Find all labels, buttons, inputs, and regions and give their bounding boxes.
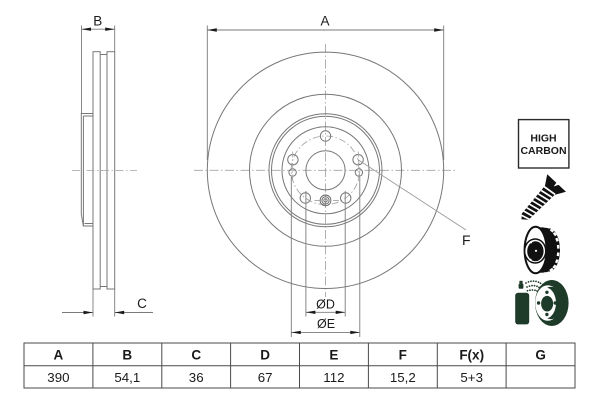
- svg-text:36: 36: [189, 370, 204, 385]
- svg-text:A: A: [54, 348, 64, 363]
- svg-text:67: 67: [258, 370, 273, 385]
- svg-text:ØD: ØD: [316, 298, 335, 312]
- svg-text:F: F: [462, 232, 471, 248]
- svg-text:HIGH: HIGH: [530, 133, 556, 145]
- svg-text:15,2: 15,2: [390, 370, 416, 385]
- svg-text:G: G: [535, 348, 546, 363]
- svg-text:390: 390: [47, 370, 69, 385]
- svg-text:CARBON: CARBON: [520, 145, 566, 157]
- svg-text:E: E: [329, 348, 338, 363]
- svg-text:B: B: [122, 348, 132, 363]
- svg-text:B: B: [93, 14, 102, 29]
- svg-text:C: C: [191, 348, 201, 363]
- svg-text:D: D: [260, 348, 270, 363]
- svg-text:C: C: [137, 296, 147, 311]
- svg-text:112: 112: [323, 370, 344, 385]
- svg-text:54,1: 54,1: [114, 370, 140, 385]
- svg-text:F(x): F(x): [459, 348, 484, 363]
- svg-text:A: A: [320, 14, 329, 29]
- svg-text:ØE: ØE: [317, 317, 335, 331]
- svg-text:5+3: 5+3: [460, 370, 483, 385]
- svg-text:F: F: [399, 348, 407, 363]
